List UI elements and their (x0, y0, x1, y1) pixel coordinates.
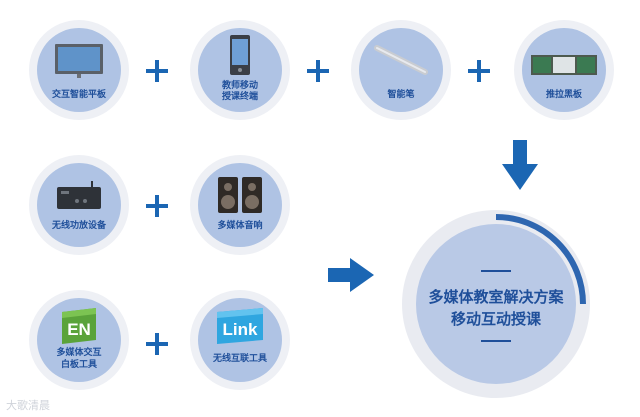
whiteboard-tool-label-2: 白板工具 (60, 360, 97, 370)
speaker-icon (218, 177, 262, 213)
node-multimedia-speaker: 多媒体音响 (190, 155, 290, 255)
node-wireless-tool: Link 无线互联工具 (190, 290, 290, 390)
panel-label: 交互智能平板 (51, 90, 106, 100)
node-wireless-amplifier: 无线功放设备 (29, 155, 129, 255)
teacher-terminal-label-1: 教师移动 (221, 81, 258, 91)
node-teacher-terminal: 教师移动 授课终端 (190, 20, 290, 120)
link-logo-icon: Link (217, 308, 263, 344)
down-arrow-icon (502, 140, 538, 190)
whiteboard-tool-label-1: 多媒体交互 (56, 348, 102, 358)
teacher-terminal-label-2: 授课终端 (221, 92, 258, 102)
divider-top (481, 270, 511, 272)
smart-pen-label: 智能笔 (387, 90, 415, 100)
plus-icon (468, 60, 490, 82)
right-arrow-icon (328, 258, 374, 292)
interactive-panel-icon (55, 44, 103, 78)
plus-icon (146, 333, 168, 355)
node-interactive-panel: 交互智能平板 (29, 20, 129, 120)
svg-text:EN: EN (67, 320, 91, 339)
en-logo-icon: EN (62, 308, 96, 344)
node-sliding-blackboard: 推拉黑板 (514, 20, 614, 120)
smart-pen-icon (374, 45, 428, 75)
wireless-amp-label: 无线功放设备 (51, 221, 106, 231)
progress-ring (495, 214, 586, 305)
plus-icon (307, 60, 329, 82)
plus-icon (146, 195, 168, 217)
svg-text:Link: Link (223, 320, 258, 339)
amplifier-icon (57, 181, 101, 209)
wireless-tool-label: 无线互联工具 (212, 354, 267, 364)
solution-circle: 多媒体教室解决方案 移动互动授课 (402, 210, 590, 398)
sliding-blackboard-icon (531, 55, 597, 75)
divider-bottom (481, 340, 511, 342)
solution-subtitle: 移动互动授课 (450, 310, 541, 328)
watermark: 大歌清晨 (6, 399, 50, 412)
node-smart-pen: 智能笔 (351, 20, 451, 120)
plus-icon (146, 60, 168, 82)
node-whiteboard-tool: EN 多媒体交互 白板工具 (29, 290, 129, 390)
tablet-terminal-icon (230, 35, 250, 75)
solution-title: 多媒体教室解决方案 (428, 288, 564, 306)
blackboard-label: 推拉黑板 (545, 90, 582, 100)
speaker-label: 多媒体音响 (217, 221, 263, 231)
